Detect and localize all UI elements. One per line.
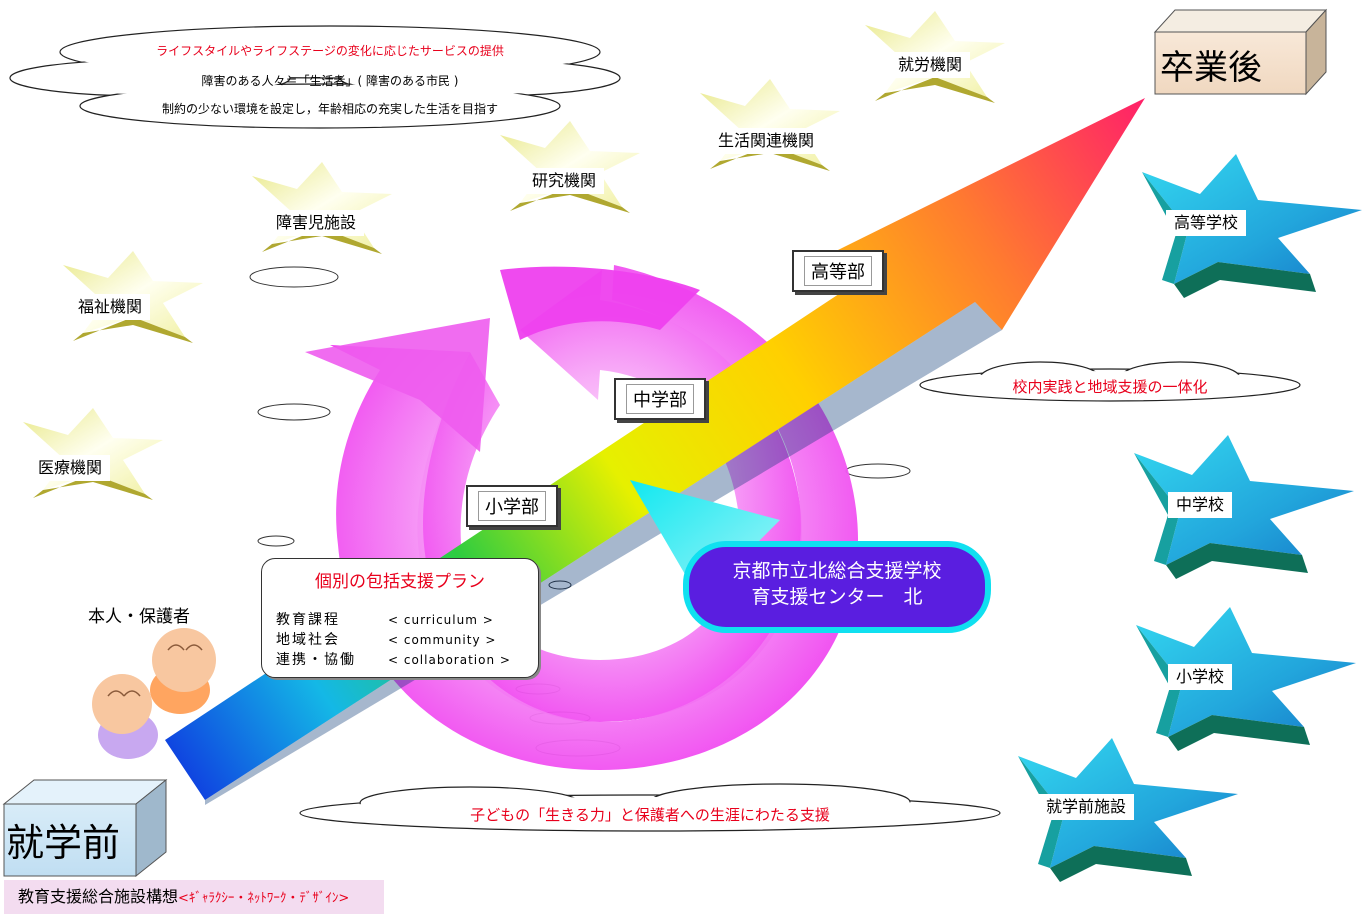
center-badge-line2: 育支援センター 北: [751, 586, 923, 608]
support-plan-box: 個別の包括支援プラン 教育課程< curriculum > 地域社会< comm…: [261, 558, 539, 678]
star-label-welfare: 福祉機関: [70, 294, 151, 320]
plan-row-collaboration: 連携・協働< collaboration >: [276, 652, 511, 668]
stage-label-junior-high: 中学部: [614, 378, 706, 420]
star-label-preschool: 就学前施設: [1038, 794, 1135, 820]
start-box-label: 就学前: [6, 821, 121, 865]
growth-arrow-shadow: [205, 302, 1002, 805]
cycle-arrow-head: [305, 318, 490, 452]
top-cloud-line1: ライフスタイルやライフステージの変化に応じたサービスの提供: [156, 44, 504, 58]
center-badge: 京都市立北総合支援学校 育支援センター 北: [686, 544, 988, 630]
right-cloud-text: 校内実践と地域支援の一体化: [1012, 378, 1208, 396]
cycle-arrow-top: [500, 266, 700, 340]
stage-label-high: 高等部: [792, 250, 884, 292]
top-cloud-line3: 制約の少ない環境を設定し，年齢相応の充実した生活を目指す: [161, 102, 498, 116]
plan-row-community: 地域社会< community >: [276, 632, 497, 648]
star-label-life: 生活関連機関: [710, 128, 823, 154]
blue-star-shapes: [1018, 154, 1362, 882]
star-label-medical: 医療機関: [30, 455, 111, 481]
stage-label-elementary: 小学部: [466, 485, 558, 527]
start-box-shape: [2, 778, 168, 878]
star-label-disabled-facility: 障害児施設: [268, 210, 365, 236]
center-callout-tail: [630, 480, 780, 600]
end-box-shape: [1153, 8, 1328, 96]
parent-label: 本人・保護者: [88, 607, 190, 627]
star-label-high-school: 高等学校: [1166, 210, 1247, 236]
star-label-employment: 就労機関: [890, 52, 971, 78]
bottom-cloud-text: 子どもの「生きる力」と保護者への生涯にわたる支援: [470, 806, 830, 824]
star-label-elementary: 小学校: [1168, 664, 1233, 690]
center-badge-shape: [683, 541, 991, 633]
end-box-label: 卒業後: [1160, 48, 1262, 88]
center-badge-line1: 京都市立北総合支援学校: [732, 560, 942, 582]
star-label-research: 研究機関: [524, 168, 605, 194]
footer-subtitle: <ｷﾞｬﾗｸｼｰ・ﾈｯﾄﾜｰｸ・ﾃﾞｻﾞｲﾝ>: [178, 891, 350, 906]
footer-title: 教育支援総合施設構想: [18, 887, 179, 906]
star-label-junior-high: 中学校: [1168, 492, 1233, 518]
top-cloud-line2: 障害のある人々＝「生活者」( 障害のある市民 ): [201, 74, 459, 88]
plan-row-curriculum: 教育課程< curriculum >: [276, 612, 494, 628]
support-plan-title: 個別の包括支援プラン: [315, 572, 485, 592]
babies-illustration: [92, 628, 216, 759]
footer-banner: 教育支援総合施設構想<ｷﾞｬﾗｸｼｰ・ﾈｯﾄﾜｰｸ・ﾃﾞｻﾞｲﾝ>: [4, 880, 384, 914]
